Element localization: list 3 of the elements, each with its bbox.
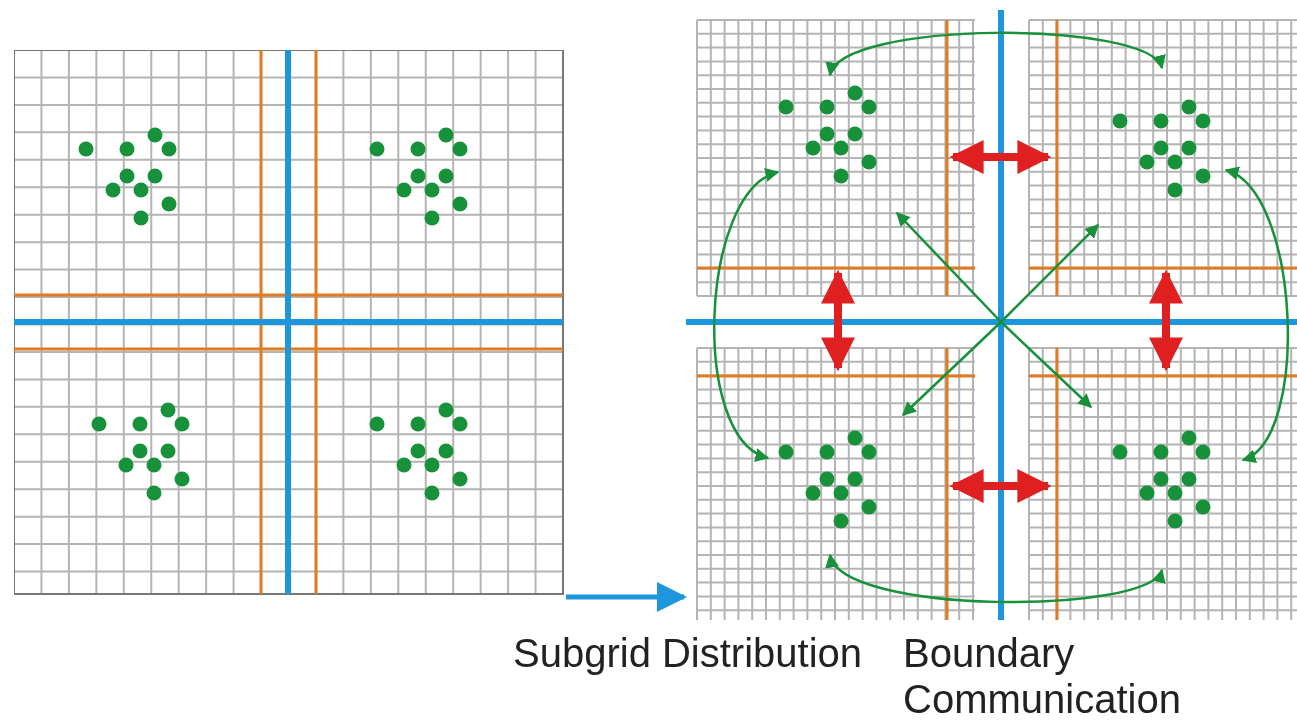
caption-text: Subgrid Distribution	[513, 630, 864, 676]
caption-text: Boundary Communication	[903, 630, 1182, 721]
arrow	[566, 582, 687, 612]
